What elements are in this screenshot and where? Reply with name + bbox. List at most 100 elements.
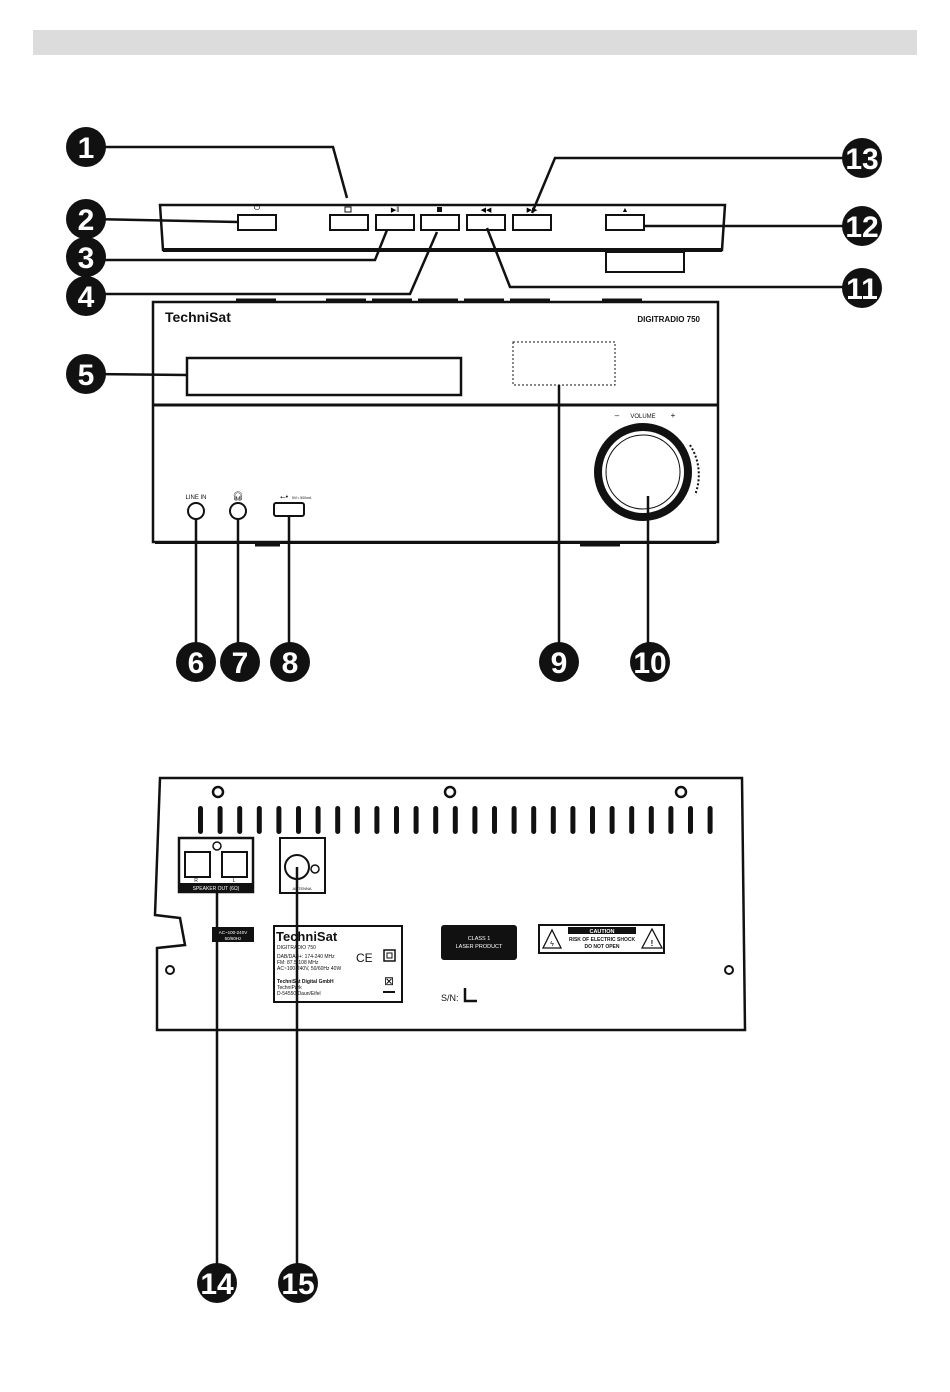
speaker-out[interactable]: R L SPEAKER OUT (6Ω) bbox=[177, 836, 255, 894]
callout-13: 13 bbox=[842, 138, 882, 178]
antenna-label: ANTENNA bbox=[292, 886, 311, 891]
svg-text:5: 5 bbox=[78, 359, 95, 392]
vent-slot bbox=[668, 806, 674, 834]
display-window bbox=[512, 341, 616, 386]
eject-button[interactable]: ▲ bbox=[605, 207, 645, 231]
vent-slot bbox=[511, 806, 517, 834]
previous-button[interactable]: ◀◀ bbox=[466, 207, 506, 231]
svg-text:13: 13 bbox=[845, 143, 878, 176]
svg-text:6: 6 bbox=[188, 647, 205, 680]
caution-title: CAUTION bbox=[589, 929, 614, 935]
front-panel: TechniSat DIGITRADIO 750 – VOLUME + LINE… bbox=[151, 298, 720, 547]
model-name: DIGITRADIO 750 bbox=[637, 315, 700, 324]
vent-slot bbox=[688, 806, 693, 834]
label-line: AC~100-240V, 50/60Hz 40W bbox=[277, 966, 341, 972]
vent-slot bbox=[394, 806, 399, 834]
header-band bbox=[33, 30, 917, 55]
callout-15: 15 bbox=[278, 1263, 318, 1303]
stop-button[interactable] bbox=[420, 207, 460, 231]
weee-bin-icon: ⊠ bbox=[384, 974, 394, 988]
eject-icon: ▲ bbox=[622, 207, 629, 214]
vent-slot bbox=[354, 806, 360, 834]
vent-slot bbox=[335, 806, 341, 834]
callout-11: 11 bbox=[842, 268, 882, 308]
callout-5: 5 bbox=[66, 354, 106, 394]
headphone-icon: 🎧︎ bbox=[232, 491, 243, 501]
caution-line-2: DO NOT OPEN bbox=[584, 944, 619, 950]
callouts: 1 2 3 4 5 6 7 8 9 10 11 12 13 14 15 bbox=[66, 127, 882, 1303]
previous-icon: ◀◀ bbox=[481, 207, 492, 214]
headphone-jack[interactable] bbox=[229, 502, 247, 520]
svg-text:4: 4 bbox=[78, 281, 95, 314]
vent-slot bbox=[452, 806, 458, 834]
cd-slot[interactable] bbox=[185, 356, 463, 397]
leader-lines bbox=[89, 145, 858, 1275]
caution-label: ϟ CAUTION RISK OF ELECTRIC SHOCK DO NOT … bbox=[538, 924, 665, 954]
vent-slot bbox=[374, 806, 380, 834]
source-button[interactable] bbox=[329, 206, 369, 231]
speaker-out-label: SPEAKER OUT (6Ω) bbox=[193, 886, 240, 892]
label-line: DAB/DAB+: 174-240 MHz bbox=[277, 954, 335, 960]
callout-14: 14 bbox=[197, 1263, 237, 1303]
power-button[interactable]: ⏻ bbox=[237, 203, 277, 231]
label-line: TechniSat Digital GmbH bbox=[277, 979, 334, 985]
warning-icon bbox=[640, 927, 664, 949]
usb-port[interactable] bbox=[273, 502, 305, 517]
laser-class-label: CLASS 1 LASER PRODUCT bbox=[441, 925, 517, 960]
vent-slot bbox=[296, 806, 301, 834]
screw bbox=[443, 785, 457, 799]
serial-bracket bbox=[463, 988, 477, 1003]
volume-label: VOLUME bbox=[630, 414, 655, 420]
rating-label: TechniSat DIGITRADIO 750 DAB/DAB+: 174-2… bbox=[273, 925, 403, 1003]
power-line-1: AC~100-240V bbox=[219, 930, 247, 935]
caution-line-1: RISK OF ELECTRIC SHOCK bbox=[569, 937, 636, 943]
svg-text:11: 11 bbox=[846, 273, 878, 306]
volume-knob[interactable] bbox=[594, 423, 700, 521]
svg-text:3: 3 bbox=[78, 242, 95, 275]
speaker-r-label: R bbox=[194, 878, 198, 884]
label-line: TechniPark bbox=[277, 985, 302, 991]
callout-4: 4 bbox=[66, 276, 106, 316]
callout-9: 9 bbox=[539, 642, 579, 682]
vent-slot bbox=[413, 806, 419, 834]
line-in-label: LINE IN bbox=[185, 495, 206, 501]
vent-slot bbox=[550, 806, 556, 834]
serial-label: S/N: bbox=[441, 993, 459, 1003]
callout-7: 7 bbox=[220, 642, 260, 682]
usb-spec: 5V/= 500mA bbox=[292, 496, 312, 500]
svg-text:!: ! bbox=[651, 939, 654, 948]
screw bbox=[165, 965, 175, 975]
ce-mark: CE bbox=[356, 951, 373, 965]
vent-slot bbox=[256, 806, 262, 834]
svg-text:15: 15 bbox=[281, 1268, 314, 1301]
antenna-socket[interactable]: ANTENNA bbox=[279, 837, 326, 894]
vent-slot bbox=[433, 806, 439, 834]
vent-slot bbox=[609, 806, 615, 834]
volume-plus: + bbox=[671, 411, 676, 420]
vent-slot bbox=[629, 806, 635, 834]
svg-text:ϟ: ϟ bbox=[550, 941, 554, 948]
usb-icon: ⭠• bbox=[280, 494, 289, 501]
vent-slot bbox=[472, 806, 478, 834]
label-brand: TechniSat bbox=[276, 929, 338, 944]
speaker-l-label: L bbox=[233, 878, 236, 884]
vent-slot bbox=[707, 806, 713, 834]
svg-text:1: 1 bbox=[78, 132, 95, 165]
volume-minus: – bbox=[615, 411, 620, 420]
power-icon: ⏻ bbox=[254, 203, 261, 212]
stop-icon bbox=[437, 207, 442, 212]
callout-10: 10 bbox=[630, 642, 670, 682]
line-in-jack[interactable] bbox=[187, 502, 205, 520]
eject-tray bbox=[605, 251, 685, 273]
screw bbox=[674, 785, 688, 799]
vent-slots bbox=[198, 806, 713, 834]
laser-line-2: LASER PRODUCT bbox=[456, 944, 503, 950]
source-icon bbox=[344, 206, 352, 213]
svg-text:14: 14 bbox=[200, 1268, 234, 1301]
vent-slot bbox=[276, 806, 282, 834]
vent-slot bbox=[198, 806, 203, 834]
svg-text:2: 2 bbox=[78, 204, 95, 237]
play-pause-button[interactable]: ▶‖ bbox=[375, 207, 415, 231]
callout-12: 12 bbox=[842, 206, 882, 246]
